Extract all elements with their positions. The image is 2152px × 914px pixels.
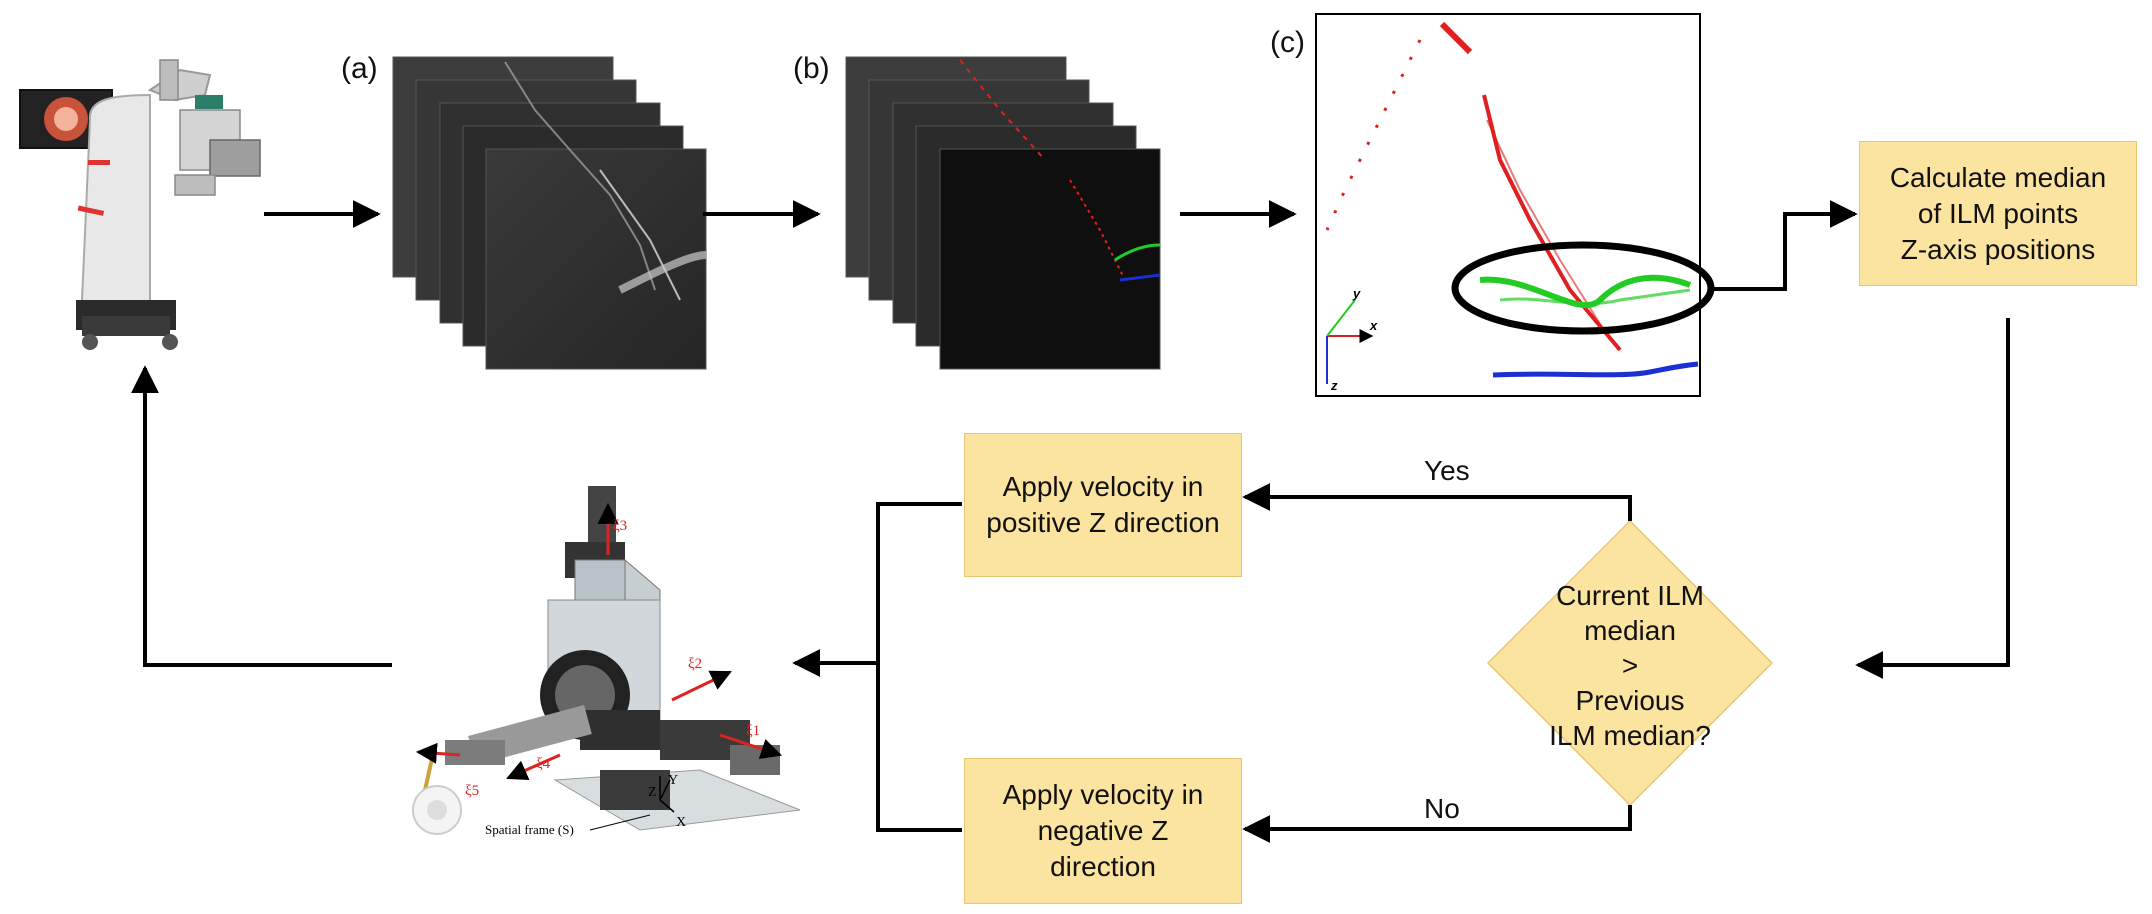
panel-label-a: (a)	[341, 52, 378, 85]
apply-negative-box: Apply velocity in negative Z direction	[964, 758, 1242, 904]
robot-axis-z: Z	[648, 785, 657, 800]
decision-text: Current ILM median > Previous ILM median…	[1549, 579, 1711, 751]
robot-manipulator: ξ3 ξ2 ξ1 ξ4 ξ5 Z Y X Spatial frame (S)	[412, 486, 801, 837]
apply-positive-text: Apply velocity in positive Z direction	[986, 471, 1220, 538]
segmented-bscan-stack	[845, 56, 1161, 370]
microscope-icon	[19, 59, 261, 350]
apply-positive-box: Apply velocity in positive Z direction	[964, 433, 1242, 577]
calculate-median-text: Calculate median of ILM points Z-axis po…	[1889, 161, 2107, 265]
joint-label-1: ξ1	[746, 723, 760, 739]
point-cloud-plot: x y z	[1315, 13, 1715, 397]
plot-z-label: z	[1330, 378, 1338, 393]
robot-axis-x: X	[676, 815, 686, 830]
panel-label-b: (b)	[793, 52, 830, 85]
plot-y-label: y	[1352, 286, 1361, 301]
decision-text-container: Current ILM median > Previous ILM median…	[1500, 570, 1760, 760]
calculate-median-box: Calculate median of ILM points Z-axis po…	[1859, 141, 2137, 286]
apply-negative-text: Apply velocity in negative Z direction	[1002, 779, 1204, 882]
joint-label-4: ξ4	[536, 756, 551, 772]
yes-label: Yes	[1424, 455, 1470, 486]
oct-bscan-stack	[392, 56, 707, 370]
spatial-frame-label: Spatial frame (S)	[485, 822, 574, 837]
robot-axis-y: Y	[668, 773, 678, 788]
joint-label-5: ξ5	[465, 783, 479, 799]
joint-label-3: ξ3	[613, 518, 627, 534]
panel-label-c: (c)	[1270, 26, 1305, 59]
no-label: No	[1424, 793, 1460, 824]
flow-arrows	[131, 200, 2010, 843]
plot-x-label: x	[1369, 318, 1378, 333]
joint-label-2: ξ2	[688, 656, 702, 672]
